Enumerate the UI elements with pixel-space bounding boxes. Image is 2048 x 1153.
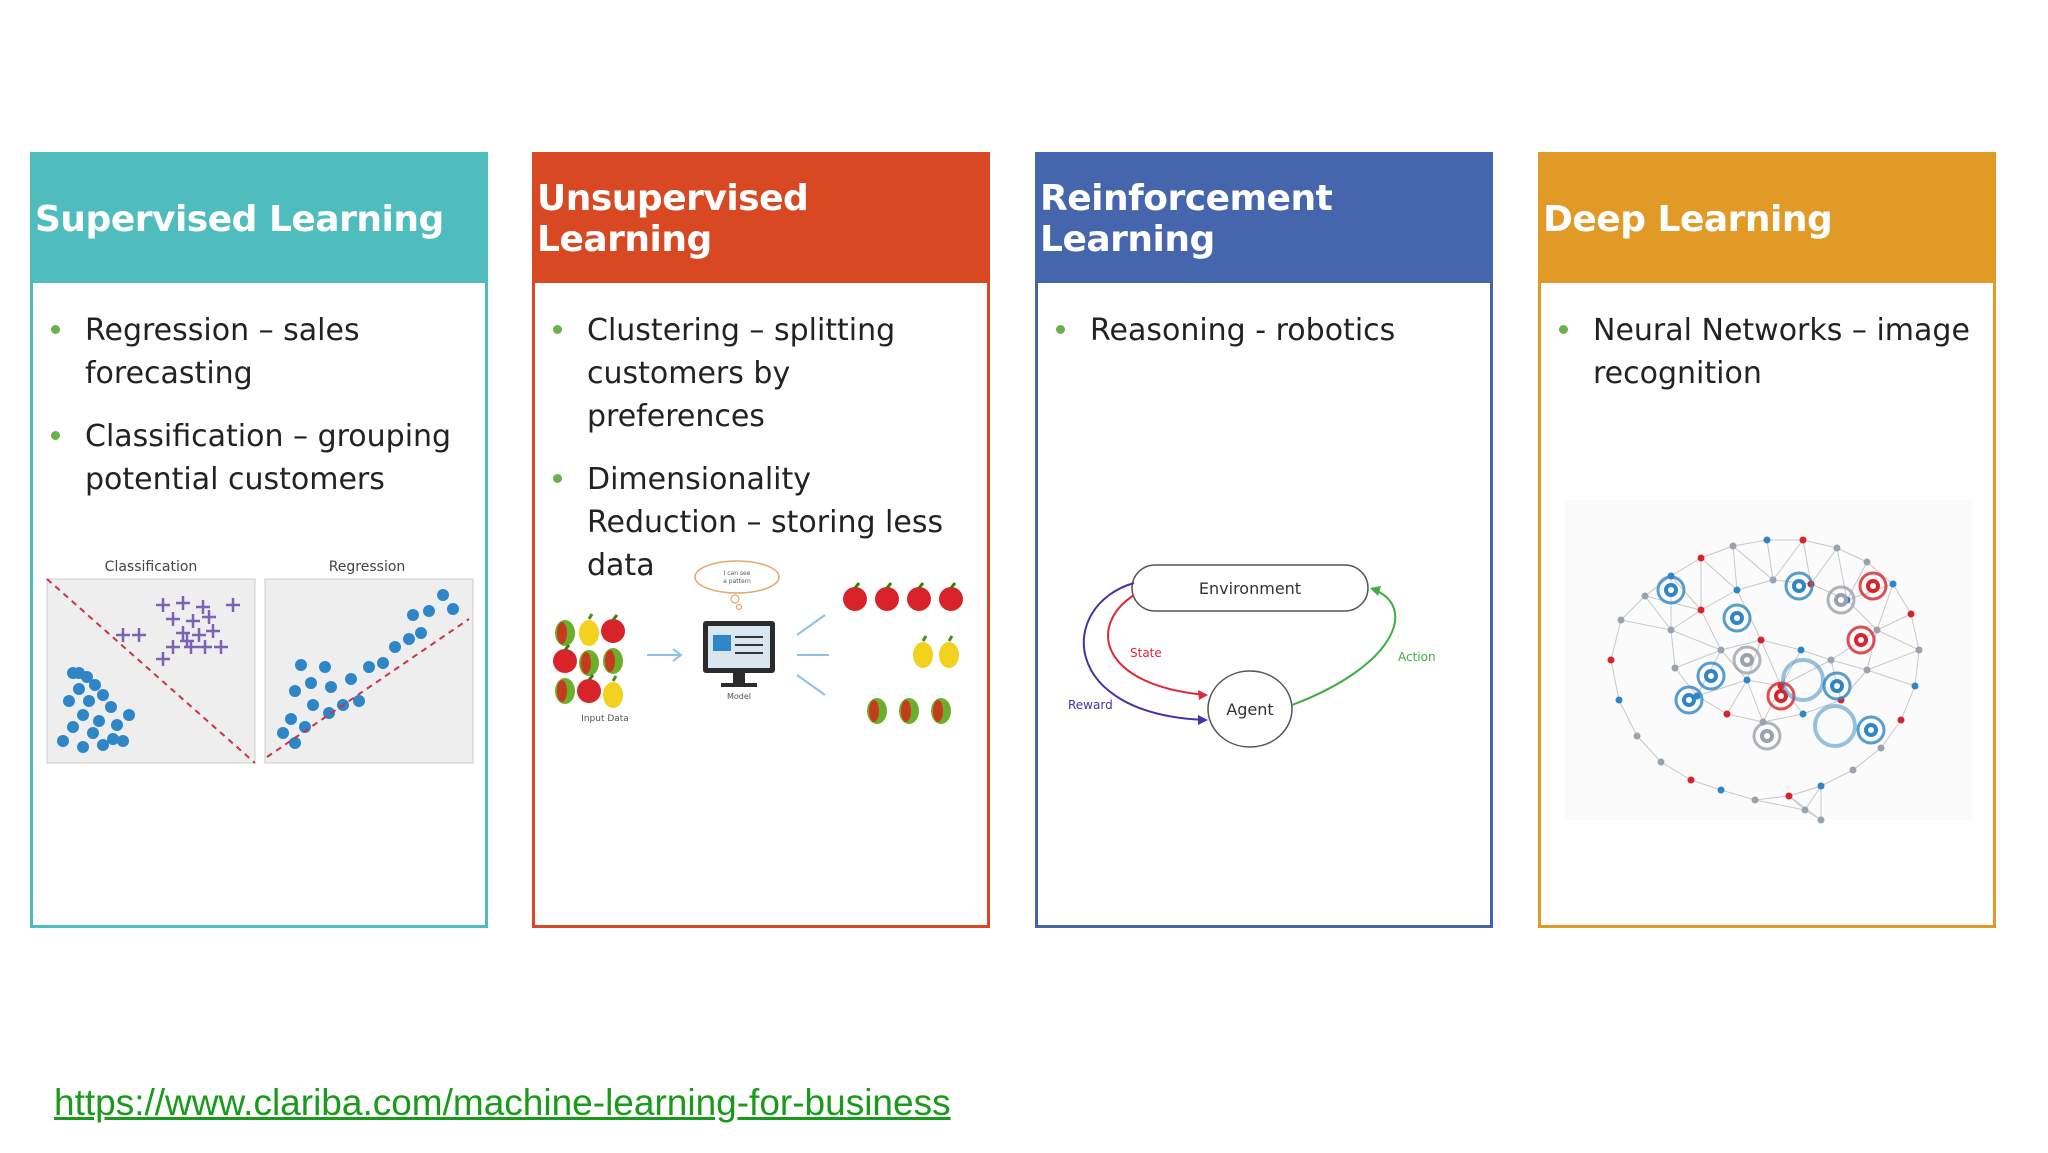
card-header: Supervised Learning — [33, 155, 485, 283]
state-arrow-head — [1198, 690, 1208, 700]
bullet-list: Regression – sales forecasting Classific… — [33, 283, 485, 501]
card-title: Reinforcement Learning — [1040, 178, 1333, 260]
panel-title-classification: Classification — [105, 559, 198, 575]
action-label: Action — [1398, 650, 1436, 664]
action-arrow-head — [1370, 586, 1381, 596]
decision-boundary — [46, 578, 256, 764]
agent-environment-diagram: Environment Agent State Reward Action — [1068, 564, 1436, 748]
card-title: Deep Learning — [1543, 198, 1833, 240]
environment-label: Environment — [1199, 579, 1301, 598]
input-fruit-grid — [553, 613, 625, 708]
bullet-item: Reasoning - robotics — [1056, 309, 1472, 352]
dot-cluster — [57, 667, 135, 753]
state-label: State — [1130, 646, 1162, 660]
bullet-item: Regression – sales forecasting — [51, 309, 467, 395]
panel-title-regression: Regression — [329, 559, 406, 575]
clustering-illustration: Input Data I can see a pattern Model — [553, 560, 963, 724]
bubble-line-1: I can see — [724, 570, 751, 577]
agent-label: Agent — [1226, 700, 1273, 719]
thought-bubble: I can see a pattern — [694, 560, 780, 611]
reward-arrow-head — [1198, 715, 1208, 725]
arrow-head — [672, 648, 683, 662]
network-edges — [1610, 539, 1920, 821]
bullet-item: Clustering – splitting customers by pref… — [553, 309, 969, 438]
output-arrows — [796, 614, 829, 696]
state-arrow — [1107, 594, 1207, 696]
card-header: Unsupervised Learning — [535, 155, 987, 283]
network-nodes — [1607, 536, 1923, 824]
regression-line — [266, 618, 470, 758]
bubble-line-2: a pattern — [723, 578, 751, 585]
brain-network-icon — [1565, 500, 1973, 824]
agent-node — [1207, 670, 1293, 748]
action-arrow — [1291, 588, 1397, 706]
card-title: Supervised Learning — [35, 198, 444, 240]
card-title: Unsupervised Learning — [537, 178, 809, 260]
cross-cluster — [116, 596, 240, 666]
reward-label: Reward — [1068, 698, 1113, 712]
environment-box — [1131, 564, 1369, 612]
model-label: Model — [727, 692, 751, 701]
card-header: Reinforcement Learning — [1038, 155, 1490, 283]
bullet-item: Neural Networks – image recognition — [1559, 309, 1975, 395]
card-supervised-learning: Supervised Learning Regression – sales f… — [30, 152, 488, 928]
reward-arrow — [1082, 582, 1207, 721]
card-header: Deep Learning — [1541, 155, 1993, 283]
bullet-list: Clustering – splitting customers by pref… — [535, 283, 987, 587]
bullet-item: Classification – grouping potential cust… — [51, 415, 467, 501]
bullet-item: Dimensionality Reduction – storing less … — [553, 458, 969, 587]
card-deep-learning: Deep Learning Neural Networks – image re… — [1538, 152, 1996, 928]
card-reinforcement-learning: Reinforcement Learning Reasoning - robot… — [1035, 152, 1493, 928]
bullet-list: Reasoning - robotics — [1038, 283, 1490, 352]
computer-monitor-icon — [703, 621, 775, 687]
input-data-label: Input Data — [581, 714, 629, 724]
source-link[interactable]: https://www.clariba.com/machine-learning… — [54, 1082, 951, 1123]
card-unsupervised-learning: Unsupervised Learning Clustering – split… — [532, 152, 990, 928]
output-fruit-clusters — [843, 582, 963, 724]
classification-regression-illustration: Classification Regression — [46, 559, 474, 764]
bullet-list: Neural Networks – image recognition — [1541, 283, 1993, 395]
regression-points — [277, 589, 459, 749]
